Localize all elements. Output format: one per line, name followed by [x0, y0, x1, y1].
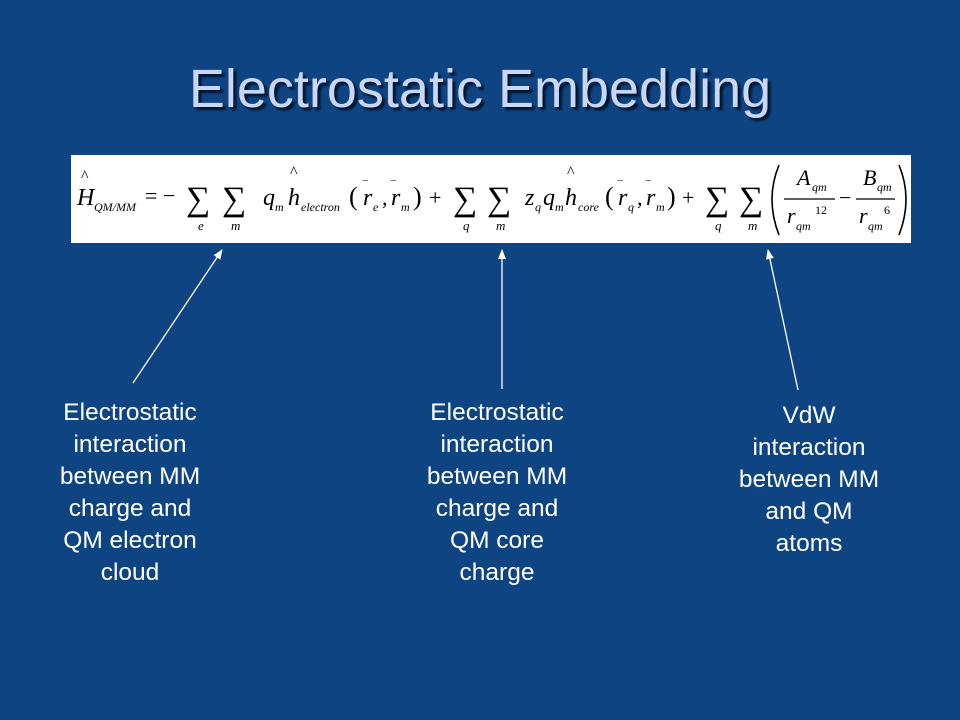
- annotation-line: QM core: [450, 527, 544, 554]
- eq-paren-2-open: (: [605, 182, 614, 211]
- eq-r-q: r: [618, 185, 628, 211]
- eq-comma-2: ,: [637, 185, 643, 210]
- eq-r-m-sub: m: [401, 200, 410, 214]
- eq-h-core-hat: ^: [567, 164, 575, 181]
- eq-A-sub: qm: [812, 180, 827, 194]
- eq-r-e-sub: e: [373, 200, 379, 214]
- annotation-line: Electrostatic: [430, 399, 564, 426]
- eq-r-m2-sub: m: [656, 200, 665, 214]
- eq-r-e: r: [363, 185, 373, 211]
- eq-z-sub: q: [535, 200, 541, 214]
- eq-sum-q: ∑: [453, 181, 477, 218]
- eq-idx-e: e: [198, 218, 204, 233]
- eq-exp-12: 12: [815, 203, 827, 217]
- eq-B: B: [863, 165, 876, 190]
- eq-r-den-1-sub: qm: [796, 219, 811, 233]
- annotation-line: between MM: [738, 466, 880, 493]
- eq-z: z: [524, 185, 535, 211]
- eq-idx-q1: q: [463, 218, 470, 233]
- eq-sum-q2: ∑: [705, 181, 729, 218]
- eq-r-m: r: [391, 185, 401, 211]
- eq-h-electron: h: [288, 185, 300, 211]
- annotation-line: VdW: [782, 402, 836, 429]
- annotation-line: interaction: [440, 431, 554, 458]
- eq-r-m-bar: ‾: [390, 179, 397, 195]
- annotation-line: Electrostatic: [63, 399, 197, 426]
- arrow-to-electron-term: [132, 249, 223, 384]
- eq-sum-m: ∑: [222, 181, 246, 218]
- eq-r-den-2: r: [859, 203, 868, 228]
- annotation-electron-cloud: Electrostatic interaction between MM cha…: [30, 397, 230, 589]
- eq-plus-2: +: [682, 185, 694, 210]
- annotation-line: interaction: [752, 434, 866, 461]
- eq-q1-sub: m: [275, 200, 284, 214]
- annotation-line: between MM: [59, 463, 201, 490]
- eq-r-m2: r: [646, 185, 656, 211]
- eq-q1: q: [263, 185, 275, 211]
- eq-B-sub: qm: [877, 180, 892, 194]
- eq-big-paren-open: [771, 164, 780, 236]
- eq-minus: −: [839, 185, 851, 210]
- eq-exp-6: 6: [884, 203, 890, 217]
- eq-sum-m3: ∑: [739, 181, 763, 218]
- annotation-line: charge and: [435, 495, 559, 522]
- eq-big-paren-close: [898, 164, 907, 236]
- eq-q2-sub: m: [555, 200, 564, 214]
- eq-r-q-sub: q: [628, 200, 634, 214]
- eq-plus-1: +: [429, 185, 441, 210]
- eq-r-den-1: r: [787, 203, 796, 228]
- eq-paren-1-close: ): [413, 182, 422, 211]
- slide-title: Electrostatic Embedding: [188, 59, 772, 119]
- eq-idx-m: m: [231, 218, 240, 233]
- eq-lhs-hat: ^: [81, 168, 89, 185]
- annotation-line: charge: [459, 559, 535, 586]
- annotation-core-charge: Electrostatic interaction between MM cha…: [397, 397, 597, 589]
- arrow-to-vdw-term: [765, 249, 799, 391]
- eq-idx-q2: q: [715, 218, 722, 233]
- eq-h-electron-hat: ^: [290, 164, 298, 181]
- eq-q2: q: [543, 185, 555, 211]
- eq-A: A: [795, 165, 811, 190]
- eq-h-electron-sub: electron: [301, 200, 340, 214]
- annotation-line: cloud: [100, 559, 160, 586]
- annotation-vdw: VdW interaction between MM and QM atoms: [709, 400, 909, 560]
- eq-paren-2-close: ): [667, 182, 676, 211]
- eq-r-q-bar: ‾: [617, 179, 624, 195]
- eq-comma-1: ,: [382, 185, 388, 210]
- annotation-line: charge and: [68, 495, 192, 522]
- eq-sum-m2: ∑: [487, 181, 511, 218]
- eq-sum-e: ∑: [186, 181, 210, 218]
- annotation-line: atoms: [775, 530, 843, 557]
- qmmm-hamiltonian-equation: H ^ QM/MM = − ∑ e ∑ m q m h ^ electron (…: [71, 155, 911, 243]
- annotation-line: QM electron: [63, 527, 197, 554]
- eq-h-core-sub: core: [578, 200, 600, 214]
- eq-h-core: h: [565, 185, 577, 211]
- annotation-line: interaction: [73, 431, 187, 458]
- eq-lhs-h: H: [76, 185, 96, 211]
- eq-equals-minus: = −: [145, 183, 175, 208]
- eq-idx-m2: m: [496, 218, 505, 233]
- annotation-line: and QM: [765, 498, 853, 525]
- eq-r-m2-bar: ‾: [645, 179, 652, 195]
- eq-r-den-2-sub: qm: [868, 219, 883, 233]
- annotation-line: between MM: [426, 463, 568, 490]
- eq-lhs-sub: QM/MM: [94, 200, 137, 214]
- eq-idx-m3: m: [748, 218, 757, 233]
- eq-r-e-bar: ‾: [362, 179, 369, 195]
- eq-paren-1-open: (: [349, 182, 358, 211]
